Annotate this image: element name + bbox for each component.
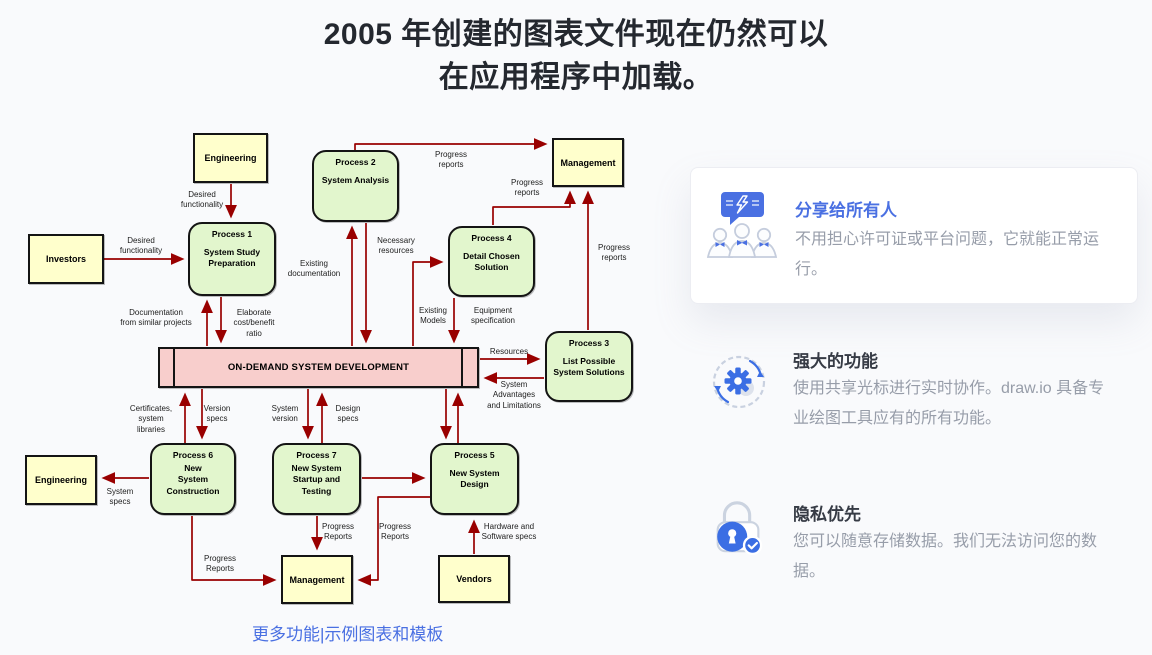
dataflow-diagram: Engineering Investors Management Enginee… <box>25 133 633 604</box>
lock-check-icon <box>716 501 763 556</box>
process-label: New System Construction <box>166 463 220 496</box>
link-separator: | <box>320 625 325 644</box>
edge-label-progress-reports-p6: Progress Reports <box>203 554 236 574</box>
edge-label-progress-reports-p7: Progress Reports <box>321 522 354 542</box>
process-3-box: Process 3 List Possible System Solutions <box>545 331 633 402</box>
edge-label-version-specs: Version specs <box>203 404 231 424</box>
edge-label-progress-reports-p3: Progress reports <box>597 243 630 263</box>
edge-label-progress-reports-top: Progress reports <box>434 150 467 170</box>
edge-label-desired-functionality-top: Desired functionality <box>180 190 224 210</box>
on-demand-system-development-bar: ON-DEMAND SYSTEM DEVELOPMENT <box>158 347 479 388</box>
edge-label-system-version: System version <box>271 404 299 424</box>
edge-label-existing-models: Existing Models <box>418 306 447 326</box>
edge-label-progress-reports-p5: Progress Reports <box>378 522 411 542</box>
process-title: Process 5 <box>454 450 495 460</box>
process-5-box: Process 5 New System Design <box>430 443 519 515</box>
feature-privacy-desc: 您可以随意存储数据。我们无法访问您的数据。 <box>793 533 1098 580</box>
edge-label-desired-functionality-left: Desired functionality <box>119 236 163 256</box>
people-chat-icon <box>706 192 778 258</box>
entity-investors: Investors <box>28 234 104 284</box>
edge-label-hardware-software-specs: Hardware and Software specs <box>481 522 537 542</box>
process-2-box: Process 2 System Analysis <box>312 150 399 222</box>
more-features-link[interactable]: 更多功能 <box>252 625 320 644</box>
process-label: Detail Chosen Solution <box>463 251 520 273</box>
edge-label-equipment-specification: Equipment specification <box>470 306 516 326</box>
process-title: Process 7 <box>296 450 337 460</box>
process-title: Process 2 <box>335 157 376 167</box>
process-title: Process 6 <box>172 450 214 460</box>
edge-label-certificates-libraries: Certificates, system libraries <box>129 404 173 434</box>
process-label: New System Startup and Testing <box>291 463 342 496</box>
bar-label: ON-DEMAND SYSTEM DEVELOPMENT <box>227 362 410 373</box>
edge-label-system-specs: System specs <box>106 487 134 507</box>
page-title-line2: 在应用程序中加载。 <box>438 61 714 94</box>
entity-management-top: Management <box>552 138 624 187</box>
feature-share-title[interactable]: 分享给所有人 <box>795 201 897 220</box>
edge-label-design-specs: Design specs <box>335 404 361 424</box>
process-4-box: Process 4 Detail Chosen Solution <box>448 226 535 297</box>
edge-label-necessary-resources: Necessary resources <box>377 236 415 256</box>
edge-label-documentation-similar: Documentation from similar projects <box>120 308 192 328</box>
feature-share-desc: 不用担心许可证或平台问题，它就能正常运行。 <box>795 231 1100 278</box>
process-label: New System Design <box>449 468 500 490</box>
process-6-box: Process 6 New System Construction <box>150 443 236 515</box>
feature-power-title: 强大的功能 <box>793 352 878 371</box>
page-title-line1: 2005 年创建的图表文件现在仍然可以 <box>323 18 829 51</box>
entity-management-bottom: Management <box>281 555 353 604</box>
entity-vendors: Vendors <box>438 555 510 603</box>
edge-label-progress-reports-p4: Progress reports <box>510 178 543 198</box>
process-7-box: Process 7 New System Startup and Testing <box>272 443 361 515</box>
entity-engineering-top: Engineering <box>193 133 268 183</box>
edge-label-existing-documentation: Existing documentation <box>287 259 341 279</box>
entity-engineering-bottom: Engineering <box>25 455 97 505</box>
edge-label-system-advantages: System Advantages and Limitations <box>487 380 541 410</box>
process-title: Process 1 <box>211 229 253 239</box>
process-label: System Study Preparation <box>203 247 261 269</box>
footer-links: 更多功能|示例图表和模板 <box>252 620 443 645</box>
process-label: System Analysis <box>321 175 390 185</box>
page-title: 2005 年创建的图表文件现在仍然可以 在应用程序中加载。 <box>0 13 1152 99</box>
example-templates-link[interactable]: 示例图表和模板 <box>324 625 444 644</box>
process-label: List Possible System Solutions <box>553 356 625 378</box>
process-title: Process 4 <box>471 233 512 243</box>
bar-divider-right <box>461 349 463 386</box>
process-1-box: Process 1 System Study Preparation <box>188 222 276 296</box>
bar-divider-left <box>173 349 175 386</box>
edge-label-resources: Resources <box>489 347 529 356</box>
edge-label-elaborate-ratio: Elaborate cost/benefit ratio <box>233 308 275 338</box>
process-title: Process 3 <box>568 338 610 348</box>
feature-privacy-title: 隐私优先 <box>793 505 861 524</box>
gear-sync-icon <box>712 355 766 409</box>
feature-power-desc: 使用共享光标进行实时协作。draw.io 具备专业绘图工具应有的所有功能。 <box>793 380 1105 427</box>
